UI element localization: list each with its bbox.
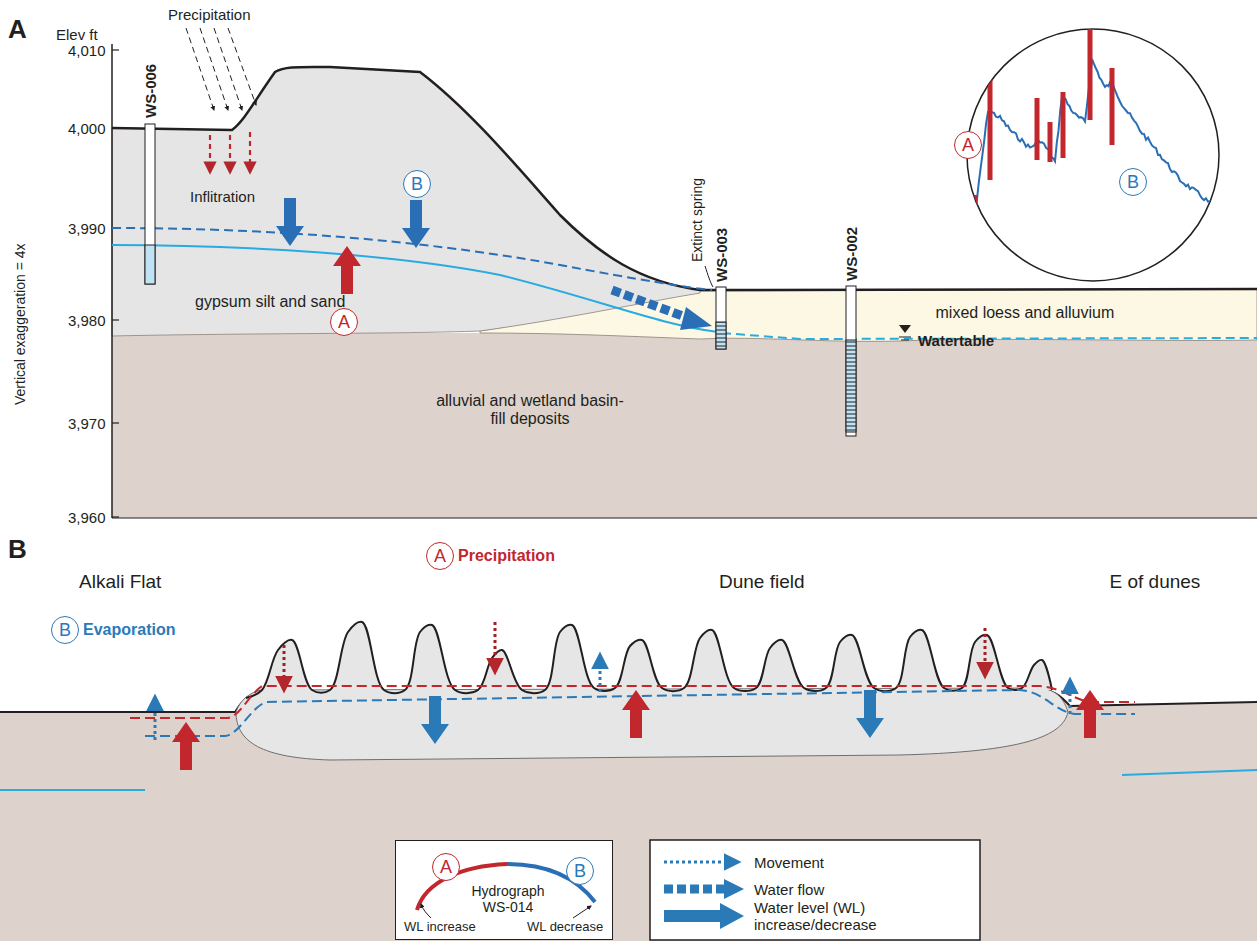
unit-label: alluvial and wetland basin-fill deposits (430, 392, 630, 429)
callout-circle: B (403, 170, 431, 198)
regional-water-table (0, 789, 145, 791)
exaggeration-note: Vertical exaggeration = 4x (12, 244, 28, 406)
callout-letter: A (962, 136, 974, 154)
callout-letter: B (59, 621, 71, 639)
water-level-increase-arrow (333, 246, 361, 294)
legend-entry: Water level (WL) increase/decrease (754, 899, 904, 934)
gypsum-unit (112, 67, 700, 336)
water-level-increase-arrow (622, 690, 650, 738)
panel-letter: A (8, 15, 27, 45)
process-label: Precipitation (168, 6, 251, 23)
axis-tick-label: 3,970 (68, 415, 106, 432)
watertable-label: Watertable (918, 332, 994, 349)
callout-circle: B (1119, 168, 1147, 196)
precipitation-arrows (284, 622, 985, 690)
axis-ticks (112, 50, 119, 517)
axis-tick-label: 4,000 (68, 120, 106, 137)
water-level-sample (664, 903, 744, 929)
leader-line (573, 906, 591, 918)
panel-letter: B (8, 535, 27, 565)
callout-letter: A (338, 313, 350, 331)
precipitation-event-bar (1035, 98, 1040, 160)
well-name: WS-006 (142, 64, 159, 118)
precipitation-event-bar (1061, 92, 1066, 158)
legend-note: WL increase (404, 920, 476, 935)
movement-sample (664, 861, 738, 864)
callout-letter: B (574, 862, 586, 880)
well-name: WS-003 (713, 228, 730, 282)
well-ws-002 (846, 286, 856, 436)
axis-tick-label: 3,990 (68, 220, 106, 237)
water-level-decrease-arrow (402, 200, 430, 248)
hydrograph-inset (967, 29, 1219, 281)
water-level-decrease-arrow (421, 696, 449, 744)
callout-letter: B (1127, 173, 1139, 191)
water-level-increase-arrow (1076, 690, 1104, 738)
process-label: Precipitation (458, 547, 555, 565)
callout-letter: A (434, 547, 446, 565)
water-level-decrease-arrow (856, 690, 884, 738)
process-label: Inflitration (190, 188, 255, 205)
callout-circle: APrecipitation (426, 542, 454, 570)
precipitation-event-bar (1110, 68, 1115, 145)
precipitation-event-bar (973, 195, 978, 282)
axis-title: Elev ft (56, 26, 98, 43)
elevation-axis (111, 44, 113, 518)
precipitation-event-bar (988, 62, 993, 180)
water-flow-arrow (612, 290, 712, 330)
legend-entry: Water flow (754, 881, 824, 898)
callout-circle: A (432, 853, 460, 881)
callout-circle: A (954, 131, 982, 159)
hydrograph-line (975, 59, 1218, 215)
legend-box (650, 840, 980, 940)
axis-tick-label: 4,010 (68, 42, 106, 59)
dune-body (236, 688, 1068, 760)
axis-tick-label: 3,980 (68, 312, 106, 329)
panel-a-geology (112, 22, 1257, 518)
unit-label: mixed loess and alluvium (936, 304, 1115, 322)
infiltration-arrows (210, 132, 250, 172)
location-label: Dune field (719, 571, 805, 593)
callout-circle: BEvaporation (51, 616, 79, 644)
location-label: E of dunes (1110, 571, 1201, 593)
legend-note: WL decrease (527, 920, 603, 935)
spring-leader (705, 266, 713, 287)
precipitation-event-bar (1048, 122, 1053, 162)
hydrograph-trace (975, 22, 1218, 282)
low-water-table (112, 245, 718, 332)
legend-entry: Movement (754, 854, 824, 871)
location-label: Alkali Flat (79, 571, 161, 593)
well-ws-003 (716, 287, 726, 349)
well-name: WS-002 (843, 227, 860, 281)
watertable-symbol (899, 325, 911, 340)
axis-tick-label: 3,960 (68, 509, 106, 526)
panel-b-geology (0, 622, 1257, 941)
water-level-increase-arrow (172, 722, 200, 770)
well-ws-006 (145, 124, 155, 284)
regional-water-table (1122, 770, 1257, 775)
precipitation-event-bar (1088, 22, 1093, 120)
water-flow-sample (664, 879, 744, 899)
feature-label: Extinct spring (689, 178, 705, 262)
unit-label: gypsum silt and sand (195, 293, 345, 311)
process-label: Evaporation (83, 621, 175, 639)
callout-letter: B (411, 175, 423, 193)
callout-letter: A (440, 858, 452, 876)
callout-circle: A (330, 308, 358, 336)
legend-box: Hydrograph WS-014 WL increase WL decrease A… (395, 840, 613, 940)
precipitation-lines (186, 28, 256, 110)
panel-bottom (112, 518, 1257, 519)
water-level-decrease-arrow (276, 198, 304, 246)
evaporation-arrows (155, 655, 1070, 740)
leader-line (421, 904, 431, 918)
basin-fill-unit (112, 333, 1257, 518)
callout-circle: B (566, 857, 594, 885)
legend-heading: Hydrograph WS-014 (460, 883, 556, 915)
